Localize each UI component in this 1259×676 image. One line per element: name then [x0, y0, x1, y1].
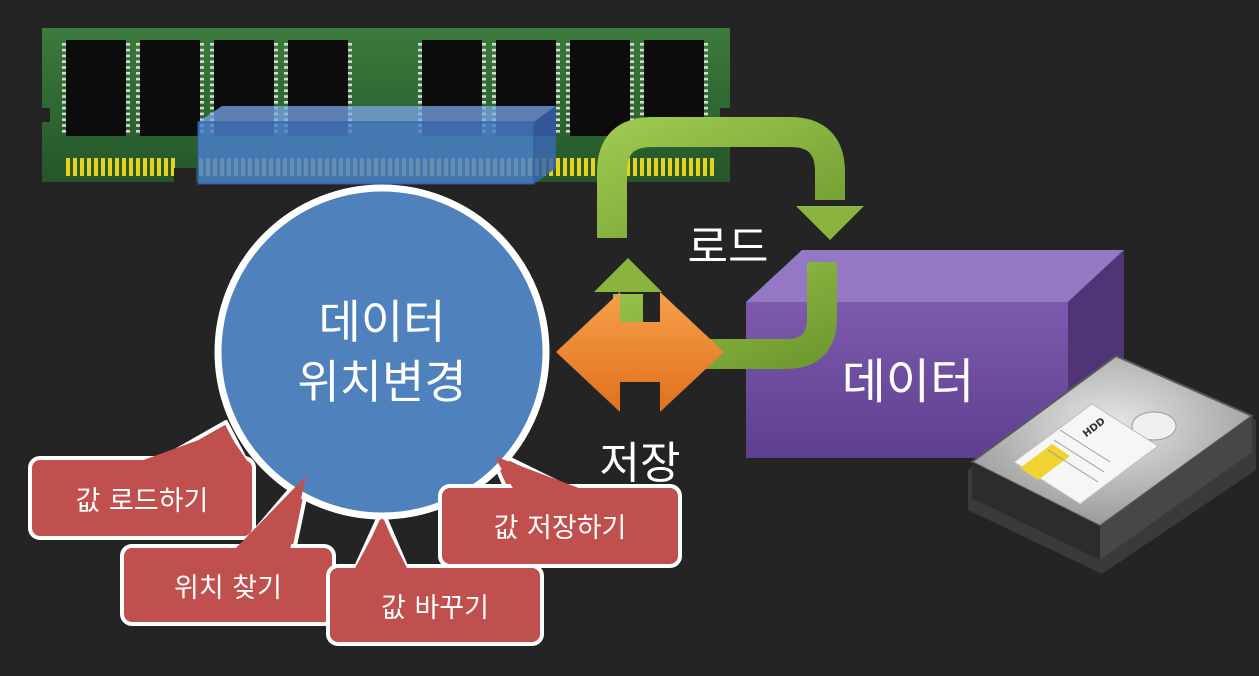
ram-chip — [566, 40, 634, 136]
ram-contact-pin — [556, 158, 560, 176]
storage-box: 데이터 — [746, 250, 1124, 458]
ram-contact-pin — [563, 158, 567, 176]
ram-contact-pin — [150, 158, 154, 176]
ram-contact-pin — [626, 158, 630, 176]
ram-contact-pin — [87, 158, 91, 176]
callout-find-location: 위치 찾기 — [120, 476, 336, 626]
ram-chip — [62, 40, 130, 136]
ram-contact-pin — [668, 158, 672, 176]
ram-contact-pin — [143, 158, 147, 176]
ram-contact-pin — [675, 158, 679, 176]
callout-load-value: 값 로드하기 — [28, 430, 256, 540]
ram-contact-pin — [640, 158, 644, 176]
ram-contact-pin — [689, 158, 693, 176]
load-label: 로드 — [688, 222, 769, 273]
ram-chip — [136, 40, 204, 136]
callout-find-location-text: 위치 찾기 — [174, 573, 282, 604]
ram-contact-pin — [101, 158, 105, 176]
ram-contact-pin — [157, 158, 161, 176]
ram-contact-pin — [633, 158, 637, 176]
ram-contact-pin — [703, 158, 707, 176]
storage-box-label: 데이터 — [842, 354, 974, 410]
ram-contact-pin — [710, 158, 714, 176]
ram-contact-pin — [115, 158, 119, 176]
callout-save-value: 값 저장하기 — [438, 456, 682, 568]
ram-contact-pin — [66, 158, 70, 176]
save-double-arrow-icon — [556, 292, 724, 412]
callout-load-value-text: 값 로드하기 — [76, 486, 209, 517]
callout-change-value-text: 값 바꾸기 — [381, 593, 489, 624]
ram-contact-pin — [171, 158, 175, 176]
ram-contact-pin — [122, 158, 126, 176]
ram-contact-pin — [80, 158, 84, 176]
circle-line2: 위치변경 — [297, 355, 466, 409]
ram-contact-pin — [94, 158, 98, 176]
ram-contact-pin — [584, 158, 588, 176]
ram-contact-pin — [661, 158, 665, 176]
data-relocation-circle: 데이터 위치변경 — [214, 184, 550, 520]
circle-line1: 데이터 — [319, 295, 446, 349]
ram-contact-pin — [654, 158, 658, 176]
hdd-icon: HDD — [968, 354, 1256, 574]
ram-contact-pin — [577, 158, 581, 176]
ram-contact-pin — [696, 158, 700, 176]
callout-change-value: 값 바꾸기 — [326, 518, 544, 646]
ram-contact-pin — [570, 158, 574, 176]
ram-contact-pin — [682, 158, 686, 176]
memory-highlight-block — [197, 106, 556, 185]
ram-contact-pin — [73, 158, 77, 176]
ram-contact-pin — [136, 158, 140, 176]
ram-contact-pin — [647, 158, 651, 176]
ram-contact-pin — [164, 158, 168, 176]
ram-contact-pin — [591, 158, 595, 176]
ram-contact-pin — [108, 158, 112, 176]
ram-contact-pin — [129, 158, 133, 176]
save-label: 저장 — [600, 438, 681, 489]
callout-save-value-text: 값 저장하기 — [494, 513, 627, 544]
